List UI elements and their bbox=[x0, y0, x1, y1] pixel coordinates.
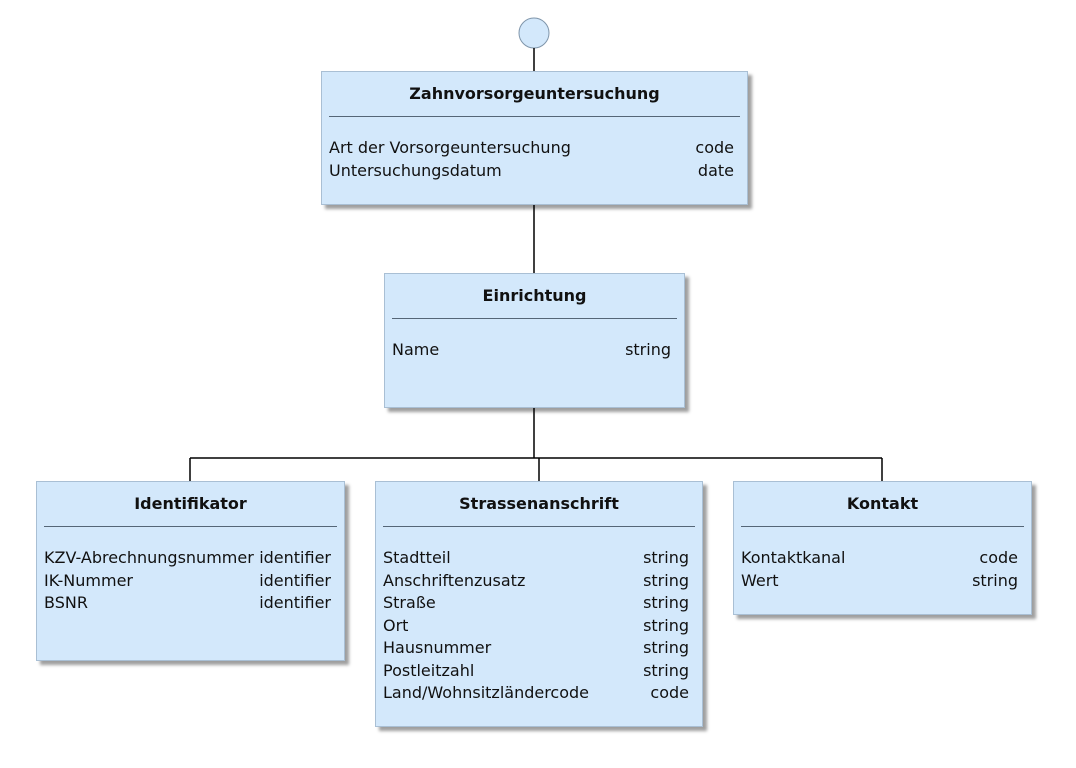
attribute-row: Postleitzahl string bbox=[383, 660, 695, 683]
attribute-name: Kontaktkanal bbox=[741, 548, 846, 567]
attribute-name: Untersuchungsdatum bbox=[329, 160, 502, 180]
attribute-row: Straße string bbox=[383, 592, 695, 615]
class-title: Einrichtung bbox=[392, 274, 677, 319]
class-title: Zahnvorsorgeuntersuchung bbox=[329, 72, 740, 117]
class-box-zahnvorsorgeuntersuchung: Zahnvorsorgeuntersuchung Art der Vorsorg… bbox=[321, 71, 748, 205]
attribute-row: Wert string bbox=[741, 570, 1024, 593]
attribute-name: Stadtteil bbox=[383, 548, 451, 567]
attribute-type: code bbox=[979, 548, 1018, 567]
attribute-name: Land/Wohnsitzländercode bbox=[383, 683, 590, 702]
attribute-row: Hausnummer string bbox=[383, 637, 695, 660]
class-title: Strassenanschrift bbox=[383, 482, 695, 527]
attribute-row: IK-Nummer identifier bbox=[44, 570, 337, 593]
attribute-type: identifier bbox=[259, 570, 331, 590]
attribute-type: string bbox=[643, 638, 689, 657]
attribute-type: code bbox=[695, 138, 734, 157]
attribute-type: string bbox=[625, 340, 671, 359]
attribute-type: date bbox=[697, 160, 734, 180]
class-box-einrichtung: Einrichtung Name string bbox=[384, 273, 685, 408]
attribute-row: Stadtteil string bbox=[383, 547, 695, 570]
attribute-name: Name bbox=[392, 340, 440, 359]
attribute-row: Kontaktkanal code bbox=[741, 547, 1024, 570]
attribute-row: Ort string bbox=[383, 615, 695, 638]
attribute-name: KZV-Abrechnungsnummer bbox=[44, 548, 254, 567]
start-node bbox=[518, 17, 550, 49]
attribute-row: BSNR identifier bbox=[44, 592, 337, 615]
attribute-name: Wert bbox=[741, 570, 779, 590]
attribute-type: string bbox=[972, 570, 1018, 590]
attribute-row: Land/Wohnsitzländercode code bbox=[383, 682, 695, 705]
attribute-type: string bbox=[643, 615, 689, 635]
attribute-type: code bbox=[650, 683, 689, 702]
attribute-name: BSNR bbox=[44, 593, 88, 612]
attribute-list: Name string bbox=[392, 339, 677, 362]
attribute-type: string bbox=[643, 548, 689, 567]
class-title: Identifikator bbox=[44, 482, 337, 527]
attribute-row: Name string bbox=[392, 339, 677, 362]
attribute-row: Untersuchungsdatum date bbox=[329, 160, 740, 183]
attribute-row: KZV-Abrechnungsnummer identifier bbox=[44, 547, 337, 570]
attribute-name: Straße bbox=[383, 593, 436, 612]
attribute-row: Anschriftenzusatz string bbox=[383, 570, 695, 593]
attribute-row: Art der Vorsorgeuntersuchung code bbox=[329, 137, 740, 160]
attribute-type: string bbox=[643, 593, 689, 612]
attribute-type: identifier bbox=[259, 548, 331, 567]
attribute-name: Art der Vorsorgeuntersuchung bbox=[329, 138, 571, 157]
attribute-name: Ort bbox=[383, 615, 409, 635]
attribute-name: Hausnummer bbox=[383, 638, 492, 657]
class-box-identifikator: Identifikator KZV-Abrechnungsnummer ident… bbox=[36, 481, 345, 661]
attribute-type: string bbox=[643, 660, 689, 680]
attribute-type: identifier bbox=[259, 593, 331, 612]
attribute-name: Postleitzahl bbox=[383, 660, 475, 680]
attribute-name: Anschriftenzusatz bbox=[383, 570, 526, 590]
class-title: Kontakt bbox=[741, 482, 1024, 527]
attribute-type: string bbox=[643, 570, 689, 590]
attribute-name: IK-Nummer bbox=[44, 570, 134, 590]
